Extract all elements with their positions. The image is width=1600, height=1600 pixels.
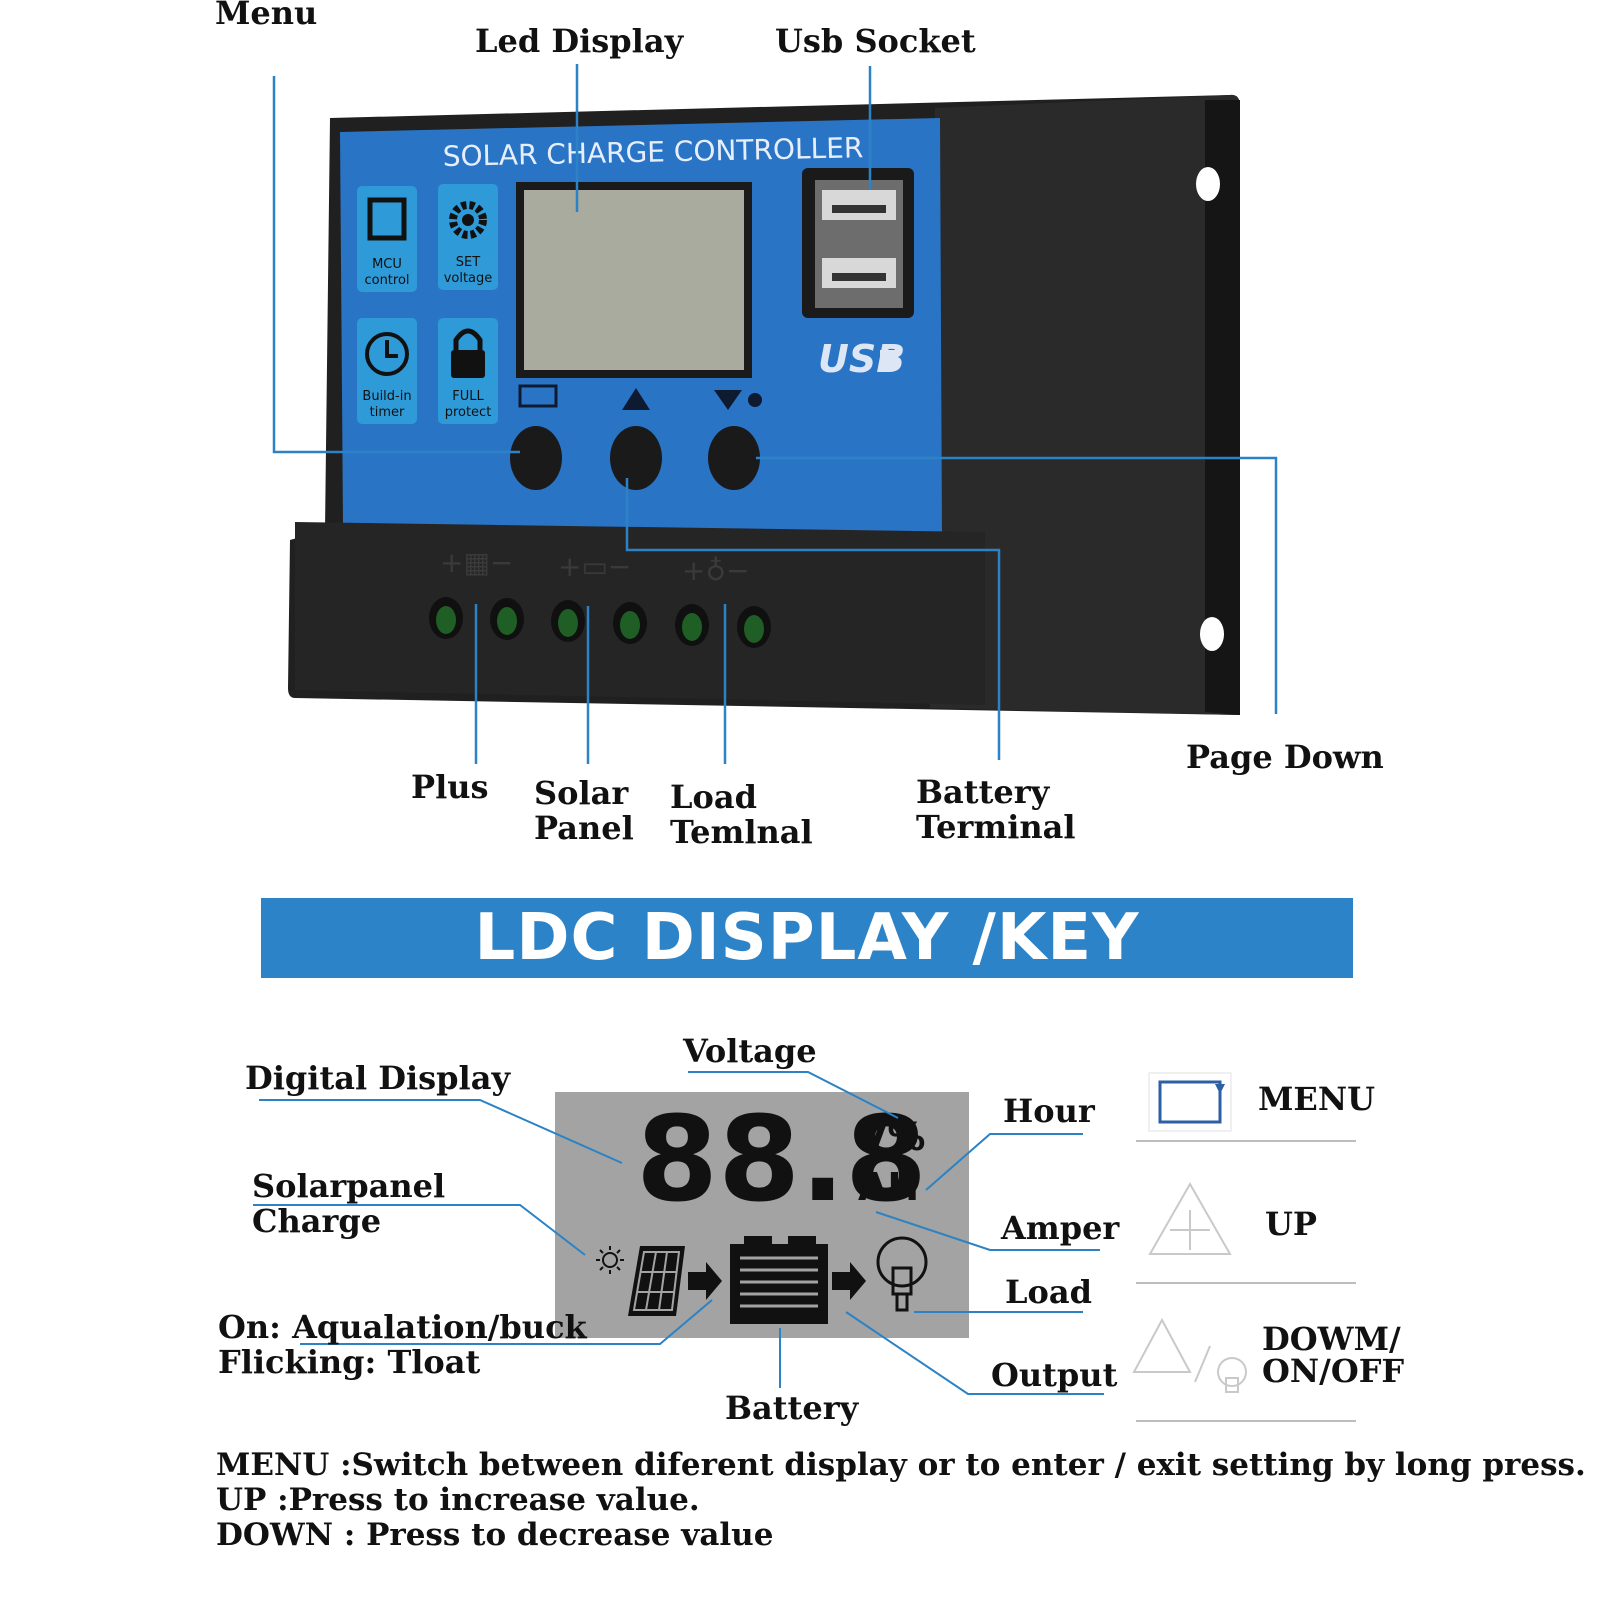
label-solar-panel-2: Panel xyxy=(534,809,634,847)
label-plus: Plus xyxy=(411,768,489,806)
label-mode-1: On: Aqualation/buck xyxy=(218,1308,587,1346)
leader-mode xyxy=(300,1299,713,1345)
svg-text:control: control xyxy=(364,273,409,288)
svg-text:voltage: voltage xyxy=(444,271,493,286)
label-load-terminal-2: Temlnal xyxy=(670,813,813,851)
label-usb-socket: Usb Socket xyxy=(775,22,976,60)
label-led-display: Led Display xyxy=(475,22,684,60)
label-digital-display: Digital Display xyxy=(245,1059,511,1097)
solar-panel-icon xyxy=(628,1246,685,1316)
label-voltage: Voltage xyxy=(683,1032,817,1070)
lcd-digits: 88.8 xyxy=(636,1090,927,1228)
menu-button xyxy=(510,426,562,490)
description-down: DOWN : Press to decrease value xyxy=(216,1517,774,1553)
bulb-icon xyxy=(876,1236,928,1312)
leader-amper xyxy=(875,1211,1100,1251)
gear-icon xyxy=(438,184,498,290)
description-menu: MENU :Switch between diferent display or… xyxy=(216,1447,1586,1483)
key-label-menu: MENU xyxy=(1258,1080,1375,1118)
label-page-down: Page Down xyxy=(1186,738,1384,776)
label-mode-2: Flicking: Tloat xyxy=(218,1343,481,1381)
banner-title: LDC DISPLAY /KEY xyxy=(474,901,1140,975)
controller-illustration: SOLAR CHARGE CONTROLLER MCU control SET … xyxy=(272,64,1278,764)
label-battery-terminal-2: Terminal xyxy=(916,808,1076,846)
section-banner: LDC DISPLAY /KEY xyxy=(261,898,1353,978)
leader-page-down xyxy=(756,456,1278,714)
menu-key-symbol xyxy=(518,384,558,408)
down-button xyxy=(708,426,760,490)
label-menu: Menu xyxy=(215,0,318,32)
up-key-symbol xyxy=(622,388,650,410)
label-amper: Amper xyxy=(1001,1209,1120,1247)
label-battery-terminal-1: Battery xyxy=(916,773,1050,811)
arrow-to-battery-icon xyxy=(688,1262,722,1300)
svg-text:protect: protect xyxy=(445,405,492,420)
controller-side xyxy=(930,94,1240,715)
up-button xyxy=(610,426,662,490)
arrow-to-load-icon xyxy=(832,1262,866,1300)
up-icon xyxy=(1148,1181,1232,1255)
label-output: Output xyxy=(991,1356,1118,1394)
clock-icon xyxy=(357,318,417,424)
sun-icon xyxy=(596,1246,624,1274)
label-load-terminal-1: Load xyxy=(670,778,757,816)
leader-voltage xyxy=(688,1071,899,1119)
menu-icon xyxy=(1148,1072,1232,1132)
svg-text:Build-in: Build-in xyxy=(362,389,411,404)
lcd-unit-bottom: AH xyxy=(858,1165,919,1209)
key-label-down-1: DOWM/ xyxy=(1262,1320,1401,1358)
label-battery: Battery xyxy=(725,1389,859,1427)
battery-icon xyxy=(730,1236,828,1324)
svg-text:+▦−: +▦− xyxy=(440,546,513,579)
key-label-up: UP xyxy=(1265,1205,1317,1243)
side-shadow xyxy=(1205,100,1240,715)
svg-text:SET: SET xyxy=(456,255,480,270)
mount-hole-top xyxy=(1196,167,1220,201)
label-solarpanel-charge-2: Charge xyxy=(252,1202,382,1240)
description-up: UP :Press to increase value. xyxy=(216,1482,700,1518)
lcd-unit-top: V% xyxy=(858,1115,925,1159)
svg-text:FULL: FULL xyxy=(452,389,484,404)
down-onoff-icon xyxy=(1132,1317,1247,1393)
leader-menu xyxy=(272,76,520,454)
leader-hour xyxy=(925,1133,1083,1191)
svg-text:timer: timer xyxy=(370,405,405,420)
label-solarpanel-charge-1: Solarpanel xyxy=(252,1167,446,1205)
label-solar-panel-1: Solar xyxy=(534,774,629,812)
label-load: Load xyxy=(1005,1273,1092,1311)
lcd-legend-diagram: 88.8 V% AH xyxy=(253,1071,1356,1422)
leader-digital-display xyxy=(259,1099,623,1164)
svg-text:+▭−: +▭− xyxy=(558,550,631,583)
leader-solarpanel-charge xyxy=(253,1204,586,1256)
key-label-down-2: ON/OFF xyxy=(1262,1352,1405,1390)
down-key-symbol xyxy=(714,390,742,410)
svg-text:MCU: MCU xyxy=(372,257,402,272)
svg-text:+♁−: +♁− xyxy=(682,554,749,587)
mount-hole-bottom xyxy=(1200,617,1224,651)
leader-output xyxy=(845,1311,1104,1395)
label-hour: Hour xyxy=(1003,1092,1095,1130)
leader-battery-terminal xyxy=(625,478,1001,760)
